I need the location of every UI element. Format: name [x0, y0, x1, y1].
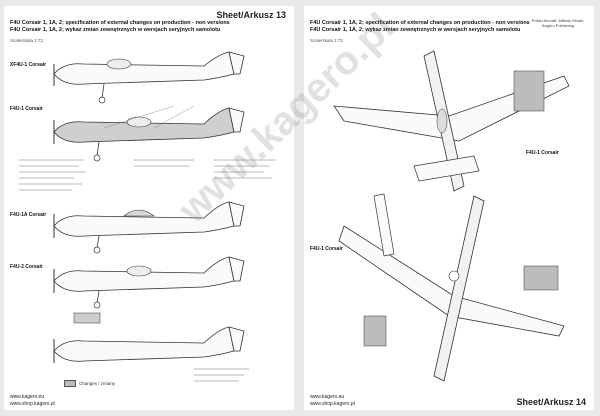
left-header-line1: F4U Corsair 1, 1A, 2; specification of e… [10, 20, 230, 26]
f4u2-side-drawing [53, 256, 245, 309]
left-footer-url2: www.shop.kagero.pl [10, 401, 55, 407]
left-scale-note: Scale/skala 1:72 [10, 38, 44, 43]
left-sheet: Sheet/Arkusz 13 F4U Corsair 1, 1A, 2; sp… [4, 6, 294, 410]
legend-swatch [64, 380, 76, 387]
right-sheet: F4U Corsair 1, 1A, 2; specification of e… [304, 6, 594, 410]
f4u1-top-plan-drawing [333, 50, 570, 192]
left-footer-url: www.kagero.eu [10, 394, 45, 400]
left-header-line2: F4U Corsair 1, 1A, 2; wykaz zmian zewnęt… [10, 27, 221, 33]
f4u1a-side-drawing [53, 201, 245, 254]
right-header-line1: F4U Corsair 1, 1A, 2; specification of e… [310, 20, 530, 26]
view-label-f4u1: F4U-1 Corsair [10, 106, 43, 112]
left-legend: Changes / zmiany [64, 380, 115, 387]
right-header-line2: F4U Corsair 1, 1A, 2; wykaz zmian zewnęt… [310, 27, 521, 33]
view-label-f4u2: F4U-2 Corsair [10, 264, 43, 270]
right-scale-note: Scale/skala 1:72 [310, 38, 344, 43]
view-label-f4u1a: F4U-1A Corsair [10, 212, 47, 218]
right-footer-url2: www.shop.kagero.pl [310, 401, 355, 407]
right-view-label-bottom: F4U-1 Corsair [310, 246, 343, 252]
f4u1-bottom-plan-drawing [338, 193, 565, 382]
legend-label: Changes / zmiany [79, 381, 116, 386]
f4u1-callout-lines [19, 159, 276, 191]
view-label-xf4u1: XF4U-1 Corsair [10, 62, 47, 68]
publisher-box: Polish Aircraft, Military Model, Kagero … [531, 18, 585, 28]
right-sheet-title: Sheet/Arkusz 14 [516, 397, 586, 407]
left-sheet-title: Sheet/Arkusz 13 [216, 10, 286, 20]
f4u1-side-drawing [53, 105, 245, 162]
xf4u1-side-drawing [53, 51, 245, 104]
right-view-label-top: F4U-1 Corsair [526, 150, 559, 156]
f4u2-lower-drawing [53, 312, 249, 382]
right-footer-url: www.kagero.eu [310, 394, 345, 400]
